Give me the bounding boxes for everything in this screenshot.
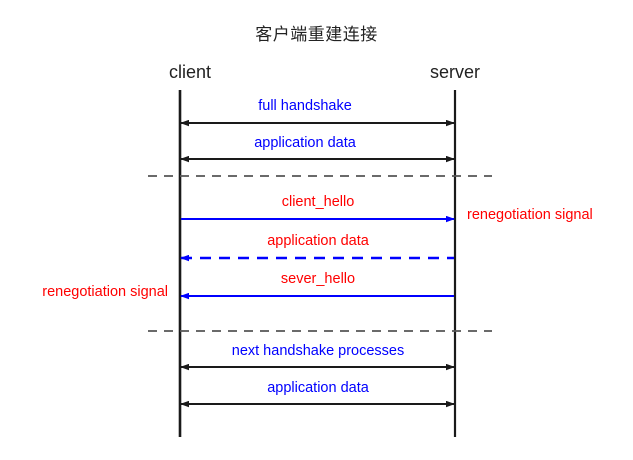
message-label-application-data-3: application data bbox=[267, 380, 369, 396]
note-renegotiation-signal-client: renegotiation signal bbox=[42, 284, 168, 300]
message-label-next-handshake-processes: next handshake processes bbox=[231, 343, 405, 359]
message-label-sever-hello: sever_hello bbox=[280, 271, 356, 287]
message-label-client-hello: client_hello bbox=[281, 194, 355, 210]
message-label-application-data-1: application data bbox=[254, 135, 356, 151]
message-label-application-data-2: application data bbox=[267, 233, 369, 249]
note-renegotiation-signal-server: renegotiation signal bbox=[467, 207, 593, 223]
page-title: 客户端重建连接 bbox=[255, 25, 378, 44]
message-label-full-handshake: full handshake bbox=[258, 98, 352, 114]
actor-label-client: client bbox=[168, 62, 212, 82]
actor-label-server: server bbox=[429, 62, 481, 82]
